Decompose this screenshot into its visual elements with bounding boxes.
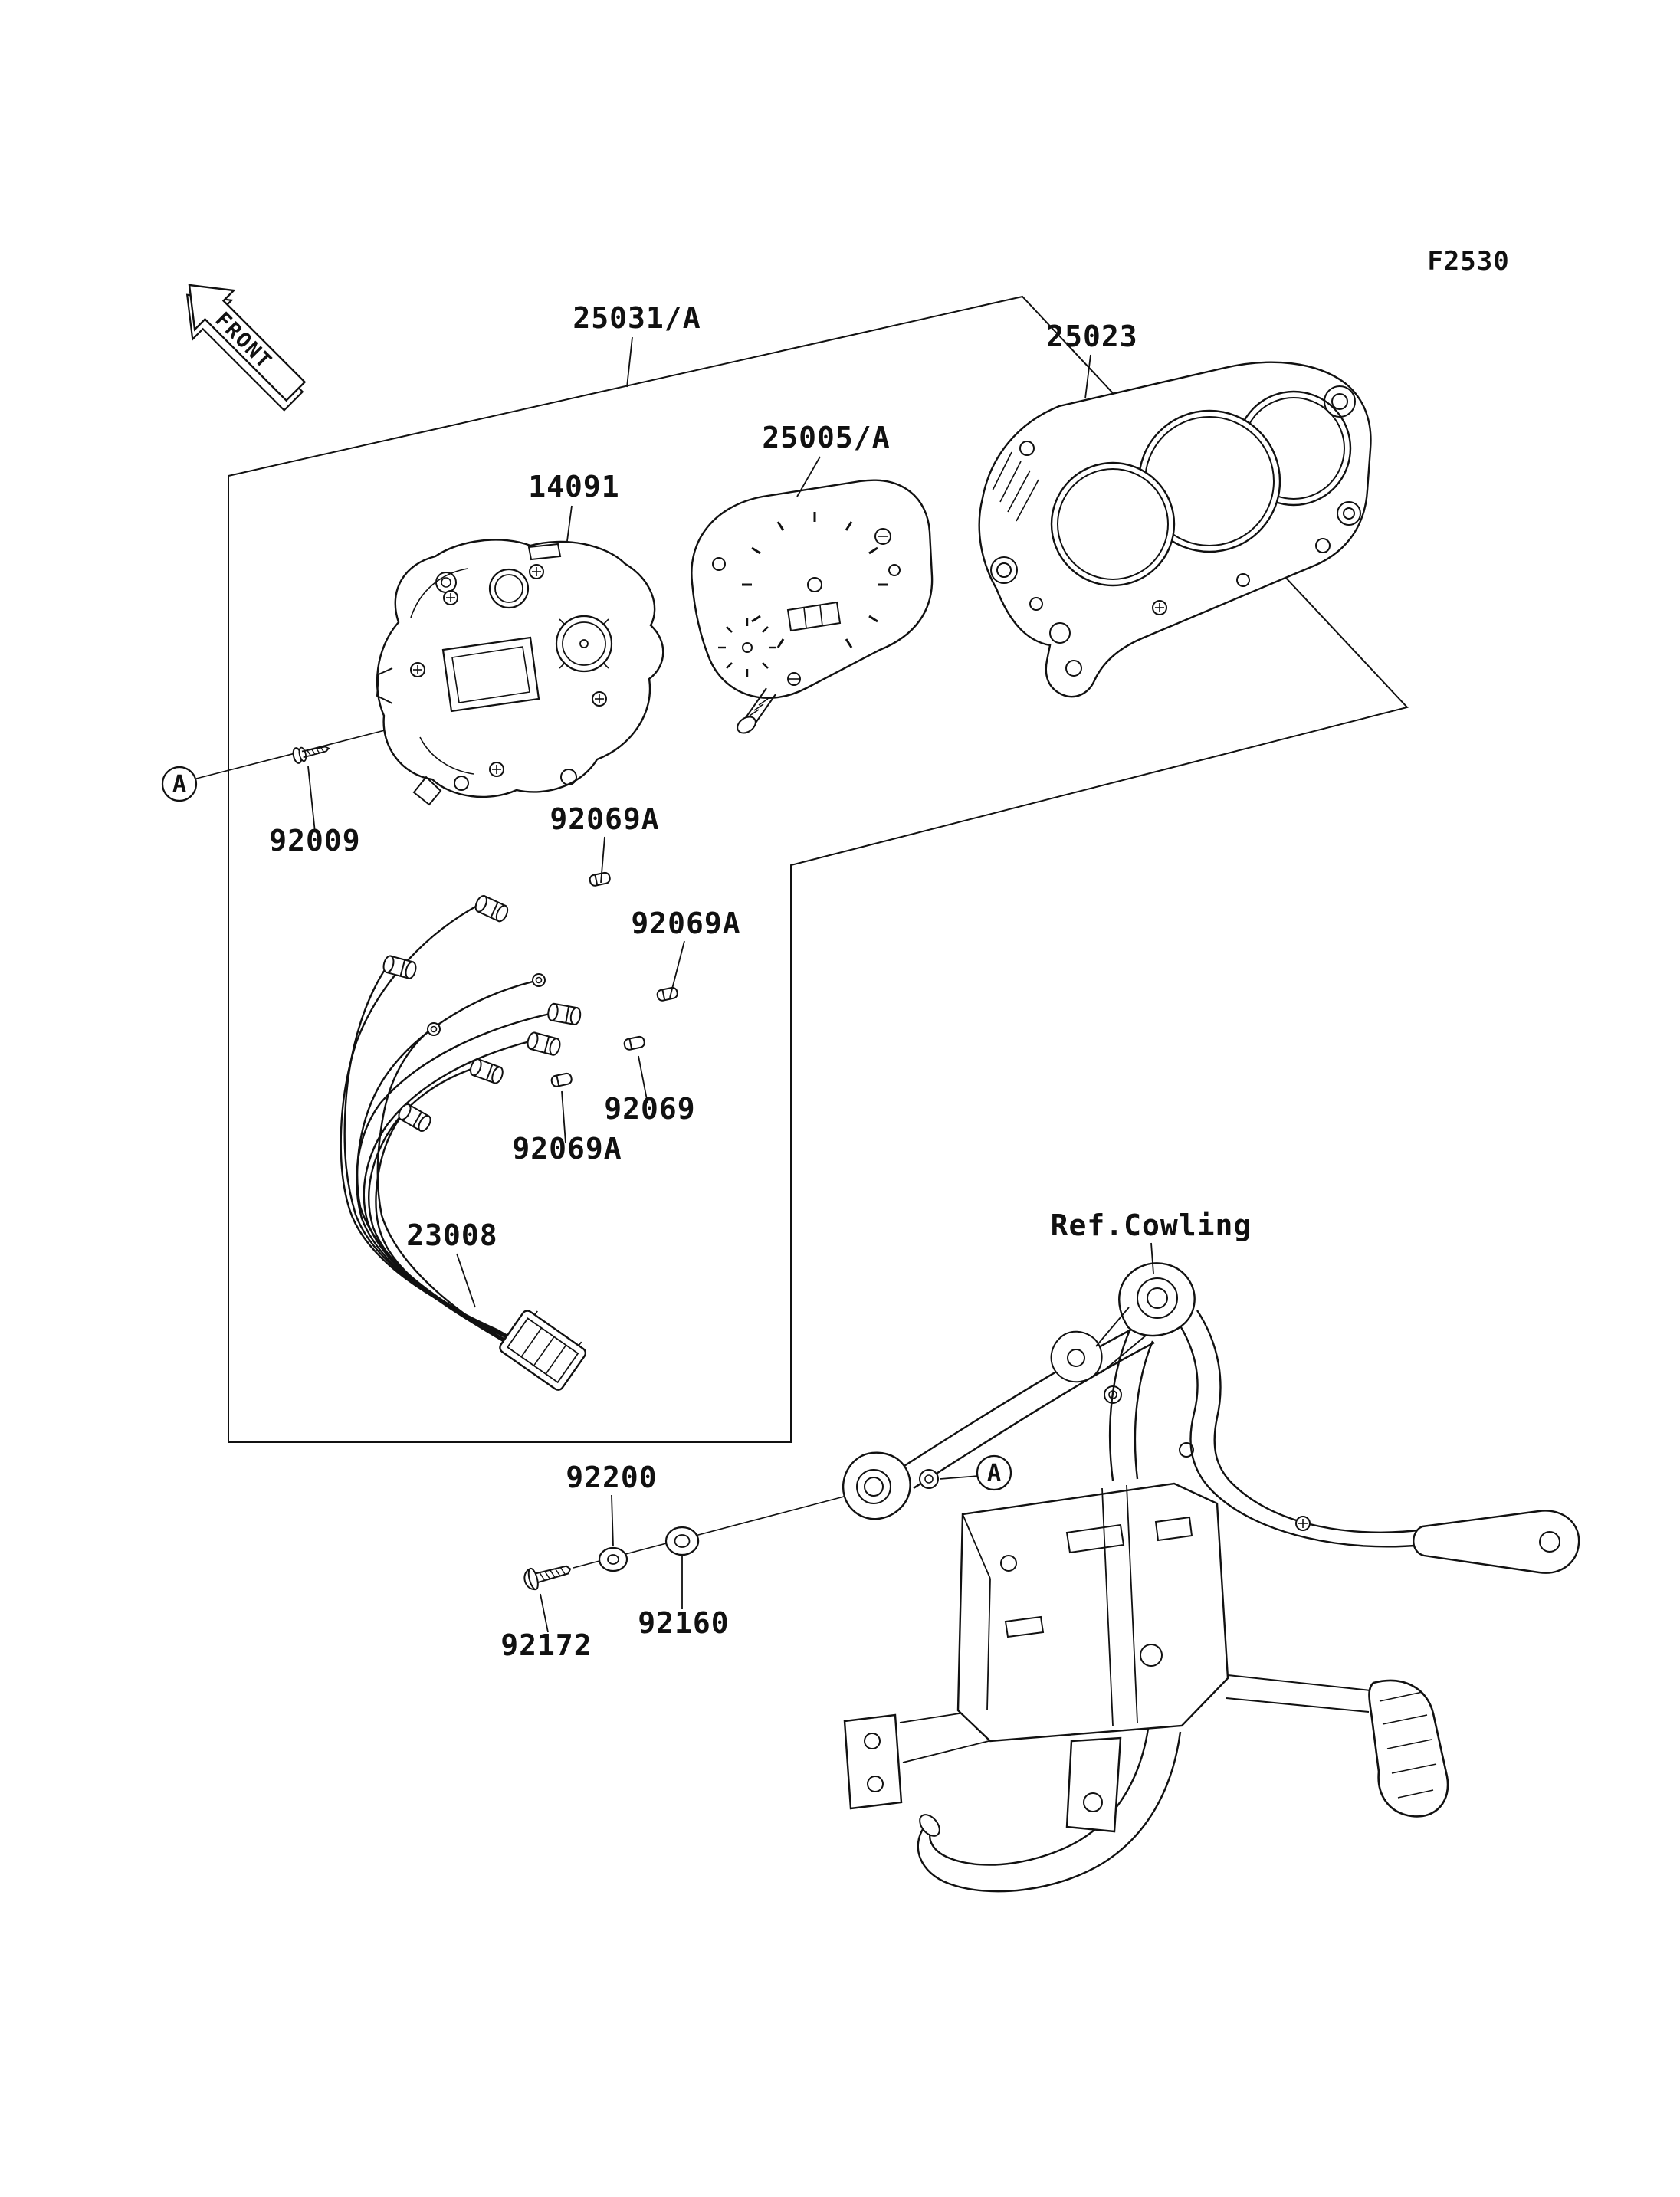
part-label-92069: 92069 xyxy=(604,1092,695,1126)
meter-case-drawing xyxy=(376,539,664,806)
part-label-92160: 92160 xyxy=(638,1606,729,1640)
cover-bezel-left xyxy=(1050,461,1176,587)
part-label-14091: 14091 xyxy=(528,470,619,503)
part-label-25031a: 25031/A xyxy=(573,301,701,335)
view-a-right-callout: A xyxy=(976,1454,1012,1491)
cover-screw-icon xyxy=(1152,600,1167,615)
part-label-92172: 92172 xyxy=(500,1628,592,1662)
part-label-ref-cowling: Ref.Cowling xyxy=(1051,1208,1252,1242)
view-a-left-callout: A xyxy=(161,766,198,802)
case-gauge-hole-small xyxy=(488,568,530,609)
part-label-25005a: 25005/A xyxy=(762,421,890,454)
speedometer-tick-marks xyxy=(742,512,888,648)
sub-dial-tick-marks xyxy=(718,618,776,677)
part-label-23008: 23008 xyxy=(406,1218,497,1252)
part-label-92069a-1: 92069A xyxy=(550,802,659,836)
cover-rib-hatching xyxy=(992,451,1039,522)
speedometer-hub xyxy=(807,577,822,592)
harness-connector xyxy=(499,1310,587,1391)
bracket-end-pad xyxy=(1368,1679,1449,1818)
part-label-92009: 92009 xyxy=(269,824,360,857)
cover-mount-holes xyxy=(990,385,1361,677)
ring-terminal xyxy=(532,973,546,987)
washer-92200-drawing xyxy=(598,1546,628,1572)
screw-92009-drawing xyxy=(292,746,330,764)
screw-92172-drawing xyxy=(523,1565,572,1591)
trip-reset-stem xyxy=(737,672,801,734)
case-lcd-window xyxy=(441,636,540,713)
wiring-harness-drawing xyxy=(340,893,587,1391)
view-a-left-letter: A xyxy=(172,771,186,798)
leader-lines xyxy=(307,336,1154,1633)
case-gauge-hole-large xyxy=(555,615,613,673)
meter-cover-drawing xyxy=(978,361,1372,698)
part-label-92069a-2: 92069A xyxy=(631,907,740,940)
part-label-92069a-3: 92069A xyxy=(512,1132,622,1166)
view-a-right-letter: A xyxy=(987,1460,1001,1487)
ring-terminal xyxy=(427,1022,441,1036)
meter-gauge-face-drawing xyxy=(691,479,934,734)
part-label-25023: 25023 xyxy=(1046,320,1137,353)
cowling-bracket-drawing xyxy=(842,1262,1580,1893)
odometer-window xyxy=(786,601,842,632)
figure-code-label: F2530 xyxy=(1427,246,1509,277)
part-label-92200: 92200 xyxy=(566,1461,657,1494)
grommet-92160-drawing xyxy=(664,1526,700,1556)
assembly-boundary-outline xyxy=(228,295,1409,1443)
